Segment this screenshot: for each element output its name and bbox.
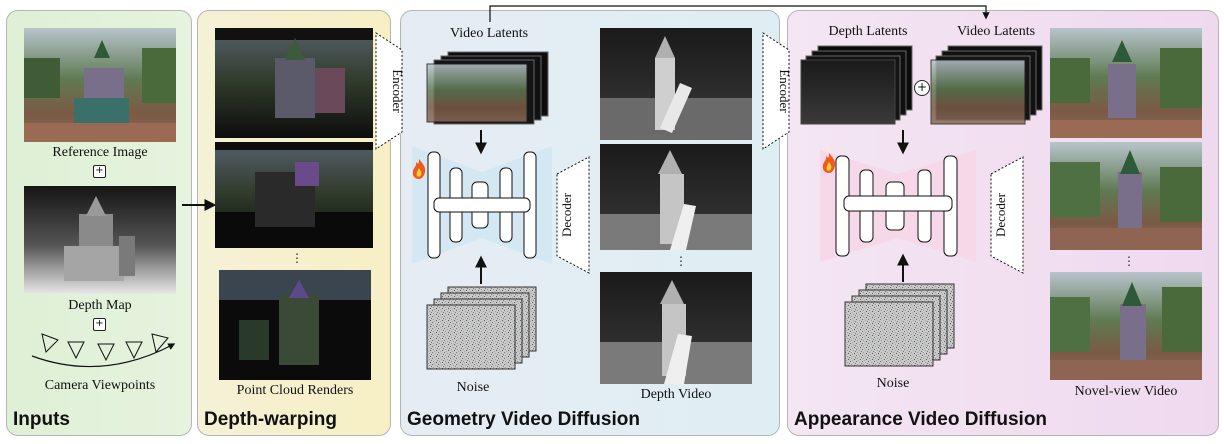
depth-map-image: [24, 186, 176, 294]
depth-video-frame-3: [600, 272, 752, 384]
novel-view-frame-2: [1050, 142, 1202, 250]
inputs-to-warping-arrow: [182, 199, 217, 211]
appearance-encoder: Encoder: [762, 32, 792, 150]
appearance-noise-up-arrow: [897, 253, 909, 282]
geometry-video-latents-stack: [426, 51, 549, 125]
geometry-decoder: Decoder: [556, 156, 590, 274]
appearance-video-latents-stack: [930, 45, 1043, 125]
depth-latents-label: Depth Latents: [828, 24, 908, 39]
appearance-video-latents-label: Video Latents: [956, 24, 1036, 39]
novel-view-frame-3: [1050, 272, 1202, 380]
point-cloud-render-2: [215, 142, 373, 248]
point-cloud-render-3: [219, 270, 371, 380]
geometry-title: Geometry Video Diffusion: [407, 409, 640, 430]
geometry-down-arrow: [475, 130, 487, 155]
fire-icon: [822, 153, 836, 173]
point-cloud-render-1: [215, 28, 373, 138]
appearance-title: Appearance Video Diffusion: [794, 409, 1048, 430]
appearance-encoder-label: Encoder: [777, 69, 792, 113]
appearance-down-arrow: [897, 130, 909, 155]
depth-warping-title: Depth-warping: [204, 409, 337, 430]
appearance-unet: [820, 150, 976, 262]
ellipsis: ⋮: [291, 251, 303, 265]
appearance-decoder-label: Decoder: [993, 192, 1008, 237]
reference-image-label: Reference Image: [52, 145, 148, 160]
geometry-encoder: Encoder: [375, 32, 405, 150]
geometry-noise-stack: [426, 286, 537, 370]
appearance-noise-label: Noise: [876, 376, 910, 391]
appearance-decoder: Decoder: [990, 156, 1024, 274]
latents-connector-arrow: [489, 5, 990, 22]
concat-icon: +: [914, 80, 930, 96]
geometry-decoder-label: Decoder: [559, 192, 574, 237]
camera-viewpoints-label: Camera Viewpoints: [44, 378, 156, 393]
camera-viewpoints-icon: [31, 333, 176, 368]
appearance-noise-stack: [844, 283, 955, 367]
ellipsis: ⋮: [1123, 254, 1135, 268]
geometry-unet: [412, 146, 552, 264]
depth-map-label: Depth Map: [68, 298, 132, 313]
depth-video-frame-1: [600, 28, 752, 140]
novel-view-frame-1: [1050, 28, 1202, 138]
depth-video-frame-2: [600, 144, 752, 250]
reference-image: [24, 28, 176, 142]
geometry-noise-label: Noise: [456, 380, 490, 395]
geometry-noise-up-arrow: [475, 255, 487, 284]
novel-view-video-label: Novel-view Video: [1074, 384, 1178, 399]
ellipsis: ⋮: [675, 254, 687, 268]
inputs-title: Inputs: [13, 409, 70, 430]
point-cloud-renders-label: Point Cloud Renders: [236, 383, 354, 398]
geometry-video-latents-label: Video Latents: [449, 26, 529, 41]
plus-icon: +: [93, 165, 106, 178]
depth-latents-stack: [800, 45, 913, 125]
plus-icon: +: [93, 318, 106, 331]
geometry-encoder-label: Encoder: [390, 69, 405, 113]
depth-video-label: Depth Video: [640, 387, 712, 402]
fire-icon: [412, 159, 426, 179]
